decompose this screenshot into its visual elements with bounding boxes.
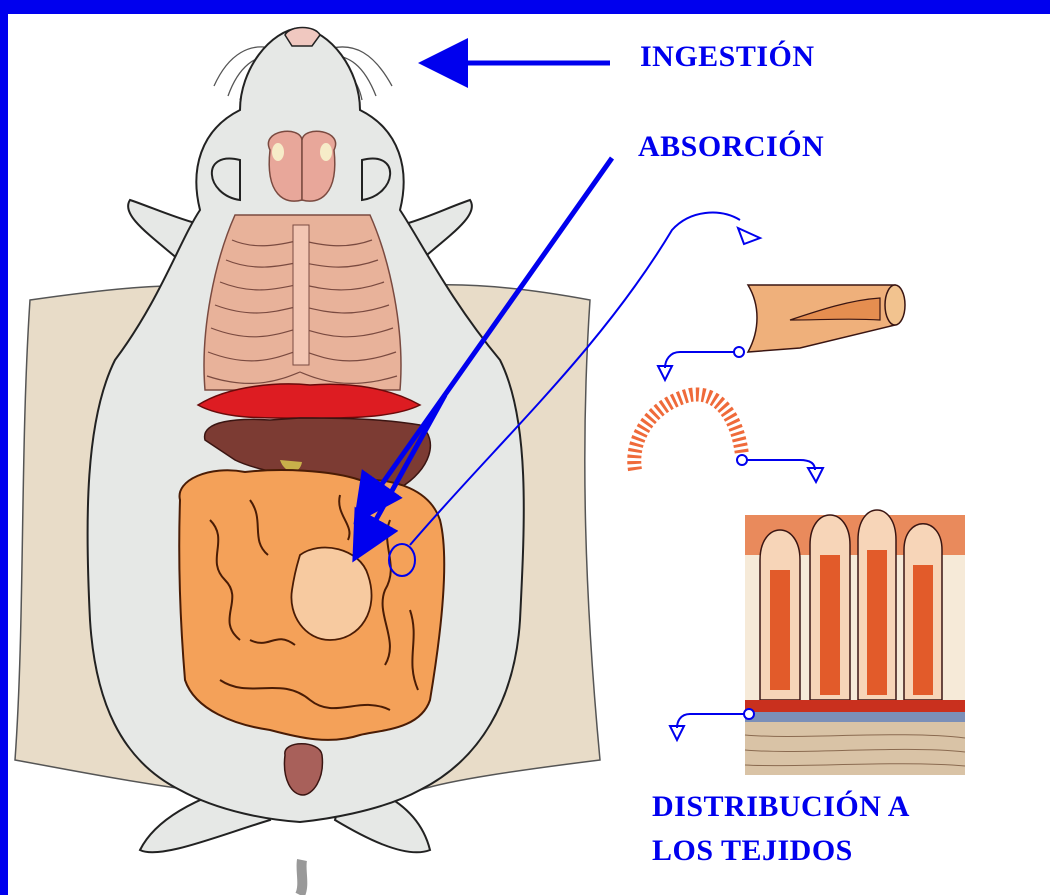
villi-node xyxy=(737,455,747,465)
villi-fold-icon xyxy=(634,394,742,470)
intestines xyxy=(179,470,444,740)
label-ingestion: INGESTIÓN xyxy=(640,40,815,74)
stomach xyxy=(291,548,371,640)
curl-arrow-2 xyxy=(658,366,672,380)
curl-arrow-4 xyxy=(670,726,684,740)
villi-connector xyxy=(747,460,815,470)
villi-tissue-section-icon xyxy=(745,510,965,775)
label-absorcion: ABSORCIÓN xyxy=(638,130,824,164)
snout xyxy=(285,28,320,47)
brain xyxy=(268,131,335,201)
mouse-dissection-illustration xyxy=(15,28,600,895)
tissue-connector xyxy=(677,714,744,728)
tail xyxy=(300,860,302,895)
segment-node xyxy=(734,347,744,357)
curl-arrow-1 xyxy=(738,228,760,244)
label-distribucion-line1: DISTRIBUCIÓN A xyxy=(652,790,910,824)
segment-connector xyxy=(665,352,734,368)
tissue-node xyxy=(744,709,754,719)
intestine-segment-icon xyxy=(748,285,905,352)
rib-cage xyxy=(204,215,401,390)
label-distribucion-line2: LOS TEJIDOS xyxy=(652,834,853,868)
curl-arrow-3 xyxy=(808,468,823,482)
